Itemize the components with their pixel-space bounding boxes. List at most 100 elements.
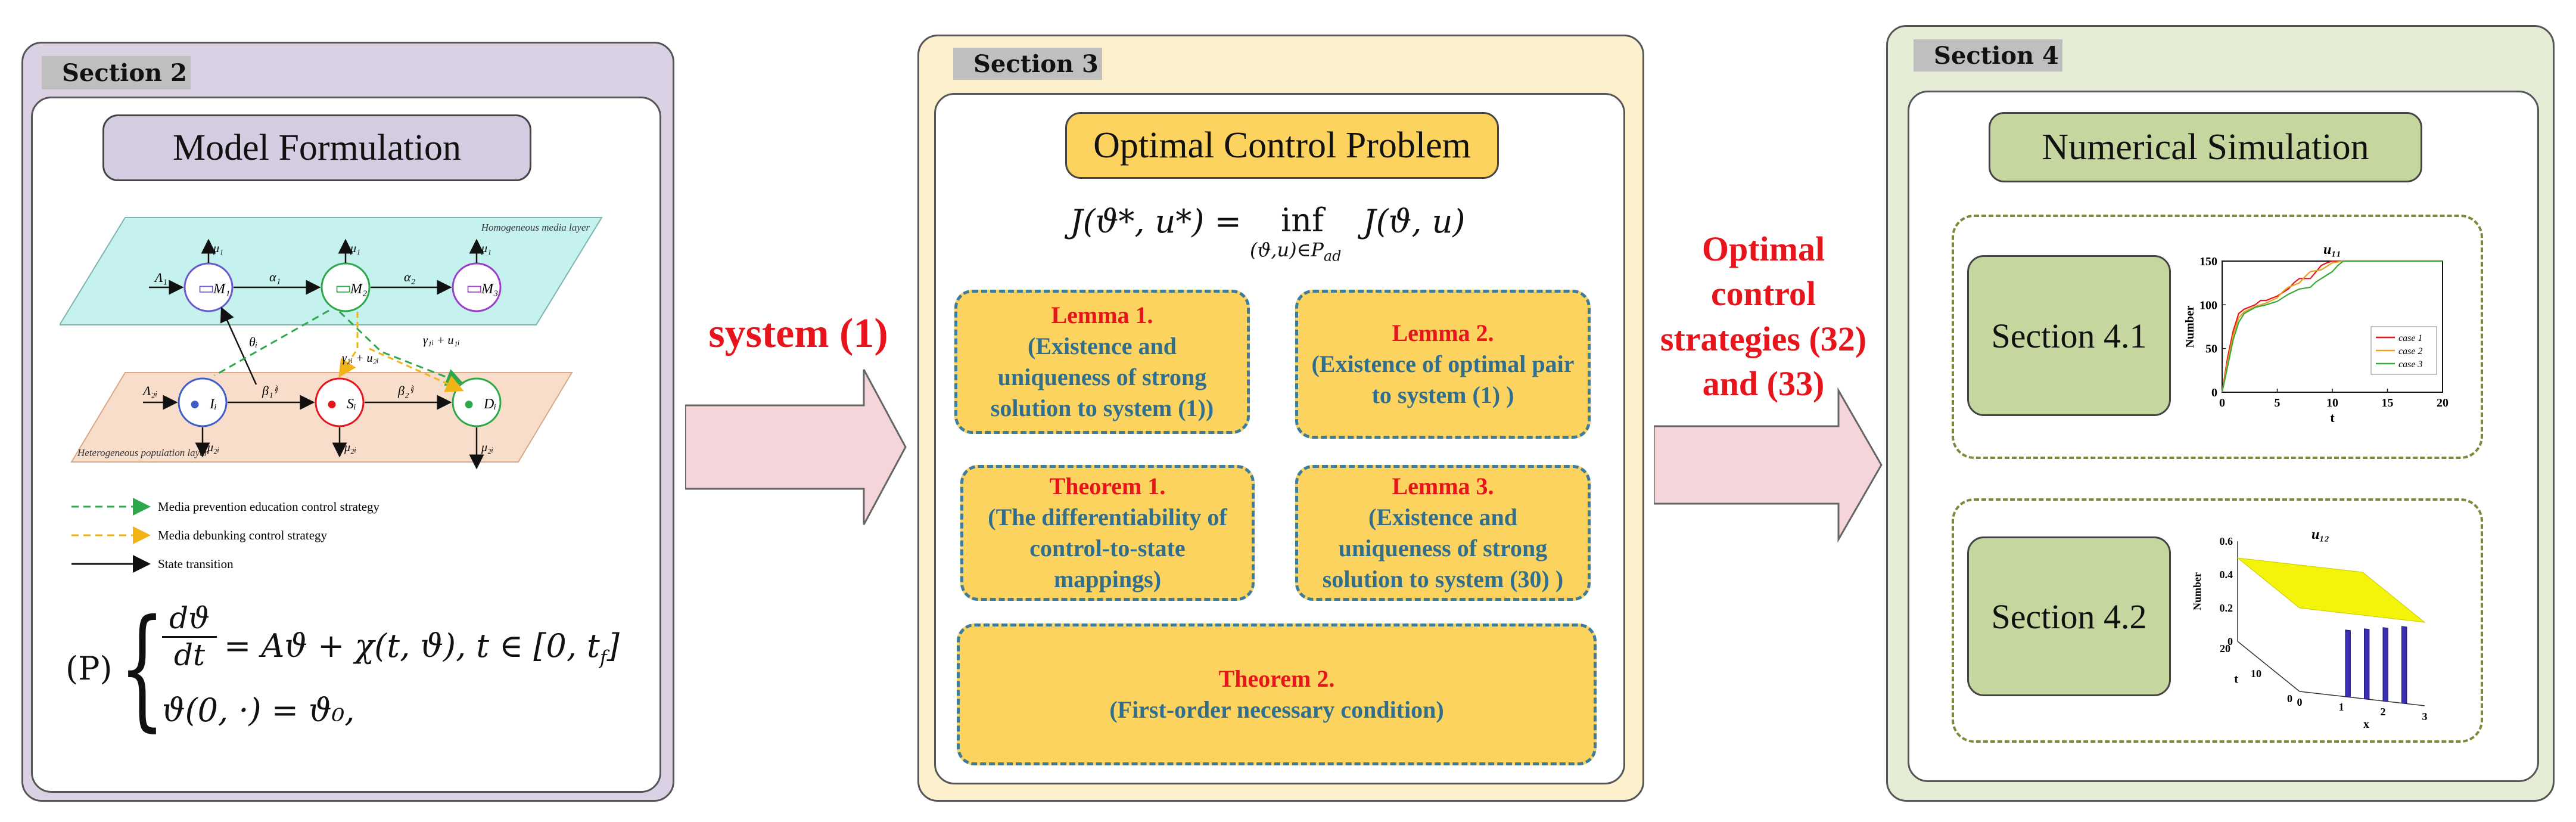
param-mu1-a: μ₁ xyxy=(213,242,223,255)
x-tick-label: 3 xyxy=(2422,711,2428,722)
t-tick-label: 10 xyxy=(2251,668,2261,680)
legend-media-debunking: Media debunking control strategy xyxy=(158,528,328,542)
param-gamma2: γ₂ᵢ + u₂ᵢ xyxy=(342,352,379,365)
section-4-1-box: Section 4.1 xyxy=(1967,255,2171,416)
formula-sub-f: f xyxy=(599,646,607,669)
theorem-2-line: (First-order necessary condition) xyxy=(1109,696,1444,723)
population-layer-label: Heterogeneous population layer xyxy=(77,447,209,458)
t-axis-line xyxy=(2237,641,2300,692)
arrow-1-label: system (1) xyxy=(708,311,888,356)
lemma-1-box: Lemma 1. (Existence and uniqueness of st… xyxy=(954,290,1250,434)
section-4-tag: Section 4 xyxy=(1914,39,2062,72)
t-tick-label: 20 xyxy=(2220,643,2230,655)
t-axis-label: t xyxy=(2234,673,2238,686)
formula-rhs: = Aϑ + χ(t, ϑ), t ∈ [0, t xyxy=(224,627,600,665)
legend-label: case 1 xyxy=(2398,333,2422,343)
x-axis-label: t xyxy=(2330,410,2335,425)
y-tick-label: 150 xyxy=(2199,255,2217,268)
arrow-2-label: Optimal control strategies (32) and (33) xyxy=(1644,227,1883,407)
formula-denominator: dt xyxy=(173,638,206,672)
arrow-2-line: control xyxy=(1710,274,1816,314)
lemma-3-line: uniqueness of strong xyxy=(1338,535,1548,562)
surface-bar xyxy=(2364,628,2370,700)
z-tick-label: 0.4 xyxy=(2220,569,2233,581)
problem-p-label: (P) xyxy=(66,650,113,687)
numerical-simulation-title: Numerical Simulation xyxy=(1989,112,2422,182)
node-s-icon: ● xyxy=(326,394,337,414)
param-gamma1: γ₁ᵢ + u₁ᵢ xyxy=(423,334,460,347)
param-mu2i-b: μ₂ᵢ xyxy=(344,441,356,454)
lemma-1-line: (Existence and xyxy=(1028,333,1177,359)
chart-title: u₁₂ xyxy=(2311,527,2329,542)
theorem-1-heading: Theorem 1. xyxy=(1049,473,1166,500)
node-i-label: Iᵢ xyxy=(209,396,217,412)
y-tick-label: 100 xyxy=(2199,299,2217,312)
node-i xyxy=(178,377,228,427)
param-mu2i-a: μ₂ᵢ xyxy=(207,441,219,454)
node-m3-icon: ▭ xyxy=(466,278,483,298)
node-m3 xyxy=(452,262,502,312)
surface-bar xyxy=(2345,629,2351,698)
theorem-2-heading: Theorem 2. xyxy=(1218,665,1335,692)
node-m2-label: M₂ xyxy=(350,281,367,297)
lemma-3-line: solution to system (30) ) xyxy=(1322,566,1564,593)
lemma-3-line: (Existence and xyxy=(1368,504,1517,531)
param-alpha1: α₁ xyxy=(269,269,281,284)
param-mu1-b: μ₁ xyxy=(350,242,360,255)
param-alpha2: α₂ xyxy=(404,269,416,284)
node-m3-label: M₃ xyxy=(481,281,498,297)
objective-rhs: J(ϑ, u) xyxy=(1363,203,1466,240)
lemma-1-heading: Lemma 1. xyxy=(1051,302,1153,328)
arrow-1 xyxy=(685,369,907,525)
media-layer-label: Homogeneous media layer xyxy=(481,222,590,233)
objective-inf: inf xyxy=(1281,201,1324,239)
x-tick-label: 15 xyxy=(2382,396,2394,410)
x-tick-label: 0 xyxy=(2297,696,2303,708)
lemma-2-line: to system (1) ) xyxy=(1371,381,1514,408)
lemma-2-box: Lemma 2. (Existence of optimal pair to s… xyxy=(1295,290,1591,439)
param-lambda1: Λ₁ xyxy=(154,270,167,285)
y-axis-label: Number xyxy=(2183,305,2197,348)
formula-brace: { xyxy=(119,591,165,744)
x-tick-label: 5 xyxy=(2275,396,2281,410)
formula-numerator: dϑ xyxy=(169,601,210,635)
section-2-tag: Section 2 xyxy=(42,56,191,89)
lemma-1-line: uniqueness of strong xyxy=(997,364,1207,390)
param-mu1-c: μ₁ xyxy=(481,242,491,255)
z-tick-label: 0.2 xyxy=(2220,602,2233,614)
z-tick-label: 0 xyxy=(2227,635,2233,647)
arrow-2-line: Optimal xyxy=(1701,229,1825,268)
legend-label: case 2 xyxy=(2398,346,2422,356)
param-theta: θᵢ xyxy=(249,334,257,349)
lemma-2-line: (Existence of optimal pair xyxy=(1311,350,1575,377)
y-tick-label: 50 xyxy=(2205,343,2217,356)
node-s-label: Sᵢ xyxy=(347,396,356,412)
surface-bar xyxy=(2382,627,2388,702)
theorem-2-box: Theorem 2. (First-order necessary condit… xyxy=(957,624,1597,765)
objective-lhs: J(ϑ*, u*) = xyxy=(1070,203,1242,240)
section-3-tag: Section 3 xyxy=(953,48,1102,80)
legend-state-transition: State transition xyxy=(158,557,234,571)
z-axis-label: Number xyxy=(2191,572,2203,610)
arrow-2-line: strategies (32) xyxy=(1660,319,1867,358)
lemma-2-heading: Lemma 2. xyxy=(1392,320,1494,346)
node-s xyxy=(315,377,365,427)
node-m2 xyxy=(321,262,371,312)
x-tick-label: 2 xyxy=(2381,706,2386,718)
node-m1 xyxy=(183,262,234,312)
section-4-2-box: Section 4.2 xyxy=(1967,536,2171,696)
transmission-diagram: Homogeneous media layer Heterogeneous po… xyxy=(60,217,603,573)
arrow-2-line: and (33) xyxy=(1702,364,1825,404)
node-d-label: Dᵢ xyxy=(483,396,496,412)
legend-label: case 3 xyxy=(2398,359,2422,370)
param-beta1: β₁ⁱʲ xyxy=(262,383,279,398)
x-tick-label: 0 xyxy=(2219,396,2225,410)
theorem-1-line: control-to-state xyxy=(1029,535,1186,562)
formula-line1-rhs: = Aϑ + χ(t, ϑ), t ∈ [0, tf] xyxy=(224,627,620,669)
theorem-1-line: (The differentiability of xyxy=(988,504,1227,531)
lemma-3-box: Lemma 3. (Existence and uniqueness of st… xyxy=(1295,465,1591,601)
t-tick-label: 0 xyxy=(2287,693,2292,705)
lemma-3-heading: Lemma 3. xyxy=(1392,473,1494,500)
y-tick-label: 0 xyxy=(2211,386,2217,399)
